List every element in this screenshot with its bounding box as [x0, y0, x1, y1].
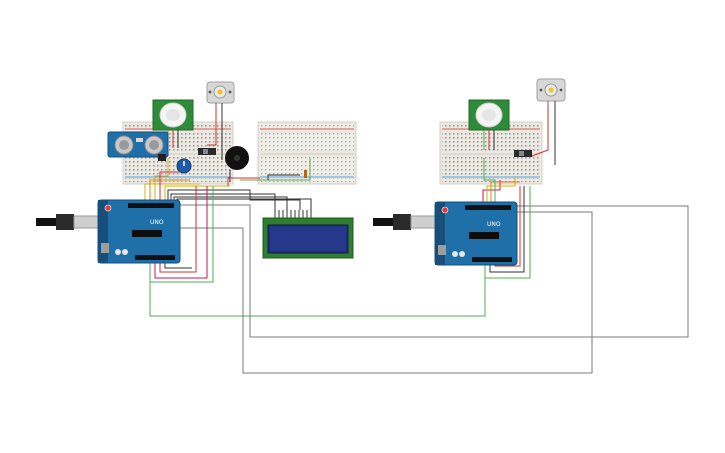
wire-grey-outer	[160, 204, 689, 338]
arduino-uno-left[interactable]: UNO	[97, 199, 181, 264]
arduino-uno-right[interactable]: UNO	[434, 201, 518, 266]
pir-sensor-left[interactable]	[152, 99, 194, 148]
pir-sensor-right[interactable]	[468, 99, 510, 150]
resistor[interactable]	[304, 170, 307, 178]
usb-cable-left[interactable]	[36, 214, 99, 230]
lcd-16x2[interactable]	[262, 210, 354, 259]
wire-green-long	[149, 265, 486, 317]
dc-motor-left[interactable]	[206, 81, 235, 160]
ultrasonic-sensor[interactable]	[107, 131, 169, 158]
long-wires	[149, 204, 689, 374]
breadboard-right[interactable]	[439, 121, 543, 185]
wire-grey-bottom	[160, 211, 593, 374]
potentiometer[interactable]	[176, 158, 192, 174]
dc-motor-right[interactable]	[531, 78, 566, 165]
slide-switch-left[interactable]	[198, 148, 216, 155]
arduino-right-label: UNO	[487, 221, 501, 228]
arduino-left-label: UNO	[150, 219, 164, 226]
slide-switch-right[interactable]	[514, 150, 532, 157]
small-ic[interactable]	[158, 154, 166, 161]
lcd-pins	[274, 210, 312, 218]
breadboard-middle[interactable]	[257, 121, 357, 185]
piezo-buzzer[interactable]	[225, 146, 249, 182]
usb-cable-right[interactable]	[373, 214, 436, 230]
